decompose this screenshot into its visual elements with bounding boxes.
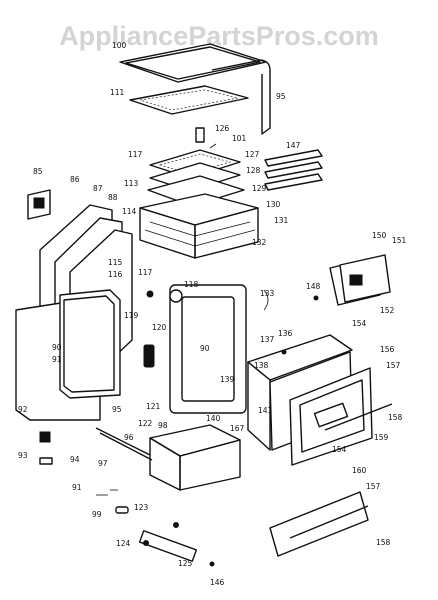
callout-label: 99 (92, 510, 102, 519)
watermark-text: AppliancePartsPros.com (59, 21, 379, 51)
callout-label: 98 (158, 421, 168, 430)
callout-label: 123 (134, 503, 149, 512)
callout-label: 159 (374, 433, 389, 442)
callout-label: 152 (380, 306, 395, 315)
callout-label: 130 (266, 200, 281, 209)
callout-label: 146 (210, 578, 225, 587)
callout-label: 125 (178, 559, 193, 568)
oven-door (247, 254, 393, 466)
callout-label: 115 (108, 258, 123, 267)
callout-label: 137 (260, 335, 275, 344)
callout-label: 111 (110, 88, 125, 97)
callout-label: 131 (274, 216, 289, 225)
callout-label: 116 (108, 270, 123, 279)
callout-label: 151 (392, 236, 407, 245)
callout-label: 85 (33, 167, 43, 176)
callout-label: 119 (124, 311, 139, 320)
oven-front-frame (143, 284, 247, 414)
callout-label: 117 (138, 268, 153, 277)
callout-label: 88 (108, 193, 118, 202)
callout-label: 86 (70, 175, 80, 184)
callout-label: 95 (112, 405, 122, 414)
callout-label: 91 (72, 483, 82, 492)
callout-label: 92 (18, 405, 28, 414)
callout-label: 148 (306, 282, 321, 291)
callout-label: 90 (200, 344, 210, 353)
callout-label: 90 (52, 343, 62, 352)
storage-drawer (95, 424, 241, 491)
callout-label: 147 (286, 141, 301, 150)
callout-label: 139 (220, 375, 235, 384)
callout-label: 129 (252, 184, 267, 193)
callout-label: 154 (332, 445, 347, 454)
callout-label: 93 (18, 451, 28, 460)
callout-label: 138 (254, 361, 269, 370)
callout-label: 121 (146, 402, 161, 411)
callout-label: 157 (366, 482, 381, 491)
callout-label: 127 (245, 150, 260, 159)
cooktop-assembly (119, 43, 271, 135)
callout-label: 122 (138, 419, 153, 428)
callout-label: 97 (98, 459, 108, 468)
callout-label: 118 (184, 280, 199, 289)
callout-label: 154 (352, 319, 367, 328)
callout-label: 114 (122, 207, 137, 216)
callout-label: 160 (352, 466, 367, 475)
callout-label: 91 (52, 355, 62, 364)
callout-label: 113 (124, 179, 139, 188)
burner-assembly (147, 127, 245, 207)
callout-label: 126 (215, 124, 230, 133)
knob (169, 289, 183, 303)
drawer-front-panel (269, 491, 369, 557)
hardware-parts (39, 289, 319, 567)
oven-liner (139, 193, 259, 259)
callout-label: 95 (276, 92, 286, 101)
callout-label: 158 (388, 413, 403, 422)
callout-label: 87 (93, 184, 103, 193)
callout-label: 96 (124, 433, 134, 442)
callout-label: 120 (152, 323, 167, 332)
callout-label: 157 (386, 361, 401, 370)
callout-label: 132 (252, 238, 267, 247)
callout-label: 150 (372, 231, 387, 240)
callout-label: 156 (380, 345, 395, 354)
callout-label: 128 (246, 166, 261, 175)
side-panels (15, 204, 133, 421)
callout-label: 133 (260, 289, 275, 298)
callout-label: 141 (258, 406, 273, 415)
callout-label: 167 (230, 424, 245, 433)
oven-racks (264, 149, 323, 191)
callout-label: 158 (376, 538, 391, 547)
callout-label: 100 (112, 41, 127, 50)
callout-label: 136 (278, 329, 293, 338)
callout-label: 140 (206, 414, 221, 423)
callout-label: 117 (128, 150, 143, 159)
callout-label: 94 (70, 455, 80, 464)
callout-label: 124 (116, 539, 131, 548)
callout-label: 101 (232, 134, 247, 143)
